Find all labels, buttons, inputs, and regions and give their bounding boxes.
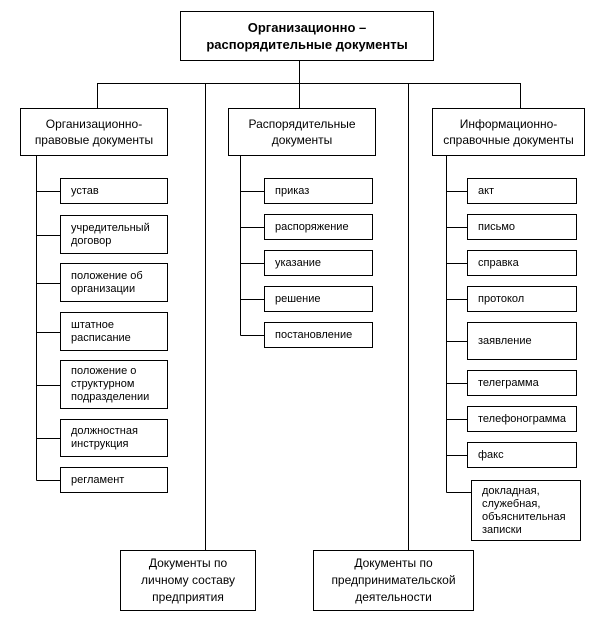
doc-item-box: учредительный договор bbox=[60, 215, 168, 254]
doc-item-label: письмо bbox=[478, 220, 516, 233]
doc-item-box: положение об организации bbox=[60, 263, 168, 302]
doc-item-box: письмо bbox=[467, 214, 577, 240]
bottom-title: Документы по личному составу предприятия bbox=[141, 556, 235, 604]
doc-item-label: протокол bbox=[478, 292, 525, 305]
doc-item-label: телеграмма bbox=[478, 376, 539, 389]
doc-item-label: докладная, служебная, объяснительная зап… bbox=[482, 484, 566, 536]
category-box-info-reference: Информационно-справочные документы bbox=[432, 108, 585, 156]
root-title: Организационно – распорядительные докуме… bbox=[206, 20, 408, 52]
doc-item-label: справка bbox=[478, 256, 519, 269]
doc-item-label: учредительный договор bbox=[71, 221, 150, 247]
doc-item-label: устав bbox=[71, 184, 99, 197]
doc-item-label: распоряжение bbox=[275, 220, 349, 233]
doc-item-box: телеграмма bbox=[467, 370, 577, 396]
doc-item-box: акт bbox=[467, 178, 577, 204]
doc-item-box: указание bbox=[264, 250, 373, 276]
doc-item-box: регламент bbox=[60, 467, 168, 493]
root-box: Организационно – распорядительные докуме… bbox=[180, 11, 434, 61]
category-title: Информационно-справочные документы bbox=[443, 117, 574, 147]
doc-item-box: решение bbox=[264, 286, 373, 312]
doc-item-label: положение об организации bbox=[71, 269, 143, 295]
doc-item-box: заявление bbox=[467, 322, 577, 360]
category-box-administrative: Распорядительные документы bbox=[228, 108, 376, 156]
doc-item-label: постановление bbox=[275, 328, 353, 341]
bottom-title: Документы по предпринимательской деятель… bbox=[331, 556, 456, 604]
doc-item-box: должностная инструкция bbox=[60, 419, 168, 457]
doc-item-label: регламент bbox=[71, 473, 125, 486]
doc-item-label: приказ bbox=[275, 184, 310, 197]
doc-item-box: распоряжение bbox=[264, 214, 373, 240]
doc-item-label: должностная инструкция bbox=[71, 425, 138, 450]
doc-item-box: штатное расписание bbox=[60, 312, 168, 351]
doc-item-label: штатное расписание bbox=[71, 318, 131, 344]
doc-item-label: решение bbox=[275, 292, 321, 305]
doc-item-box: факс bbox=[467, 442, 577, 468]
doc-item-box: устав bbox=[60, 178, 168, 204]
doc-item-box: протокол bbox=[467, 286, 577, 312]
doc-item-box: докладная, служебная, объяснительная зап… bbox=[471, 480, 581, 541]
doc-item-label: телефонограмма bbox=[478, 412, 567, 425]
category-title: Организационно-правовые документы bbox=[34, 117, 154, 147]
bottom-box-personnel: Документы по личному составу предприятия bbox=[120, 550, 256, 611]
doc-item-label: заявление bbox=[478, 334, 532, 347]
doc-item-label: факс bbox=[478, 448, 504, 461]
bottom-box-business: Документы по предпринимательской деятель… bbox=[313, 550, 474, 611]
doc-item-box: приказ bbox=[264, 178, 373, 204]
category-title: Распорядительные документы bbox=[248, 117, 356, 147]
doc-item-box: положение о структурном подразделении bbox=[60, 360, 168, 409]
doc-item-box: справка bbox=[467, 250, 577, 276]
doc-item-label: указание bbox=[275, 256, 322, 269]
category-box-org-legal: Организационно-правовые документы bbox=[20, 108, 168, 156]
doc-item-box: постановление bbox=[264, 322, 373, 348]
doc-item-box: телефонограмма bbox=[467, 406, 577, 432]
doc-item-label: положение о структурном подразделении bbox=[71, 365, 150, 403]
doc-item-label: акт bbox=[478, 184, 495, 197]
